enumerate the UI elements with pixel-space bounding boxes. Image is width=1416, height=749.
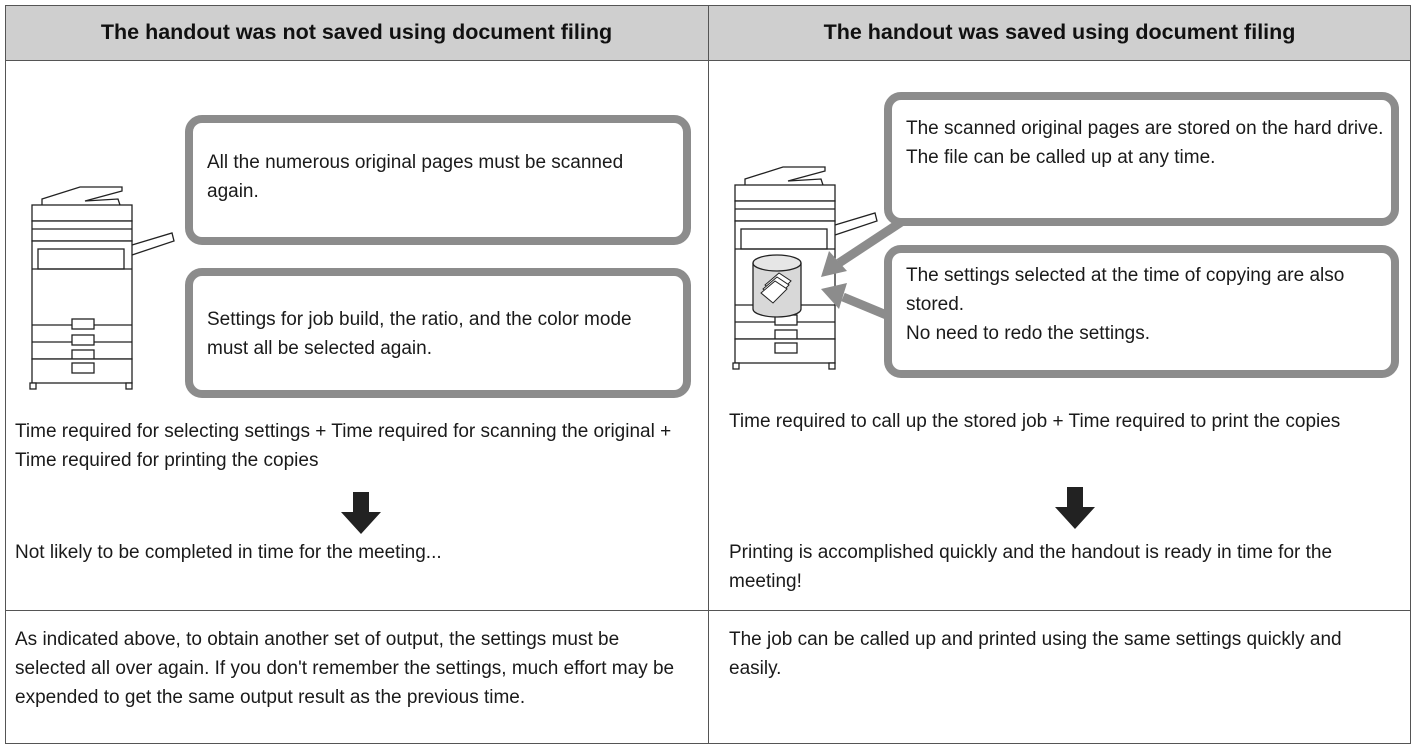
header-left: The handout was not saved using document… [100,20,613,44]
left-bubble-rescan-text: All the numerous original pages must be … [207,152,624,202]
left-bubble-rescan [185,115,691,245]
left-result: Not likely to be completed in time for t… [15,542,442,563]
comparison-table: The handout was not saved using document… [5,5,1411,744]
printer-icon-with-disk [732,166,878,370]
right-bubble-settings [884,245,1399,378]
left-bubble-settings [185,268,691,398]
hard-drive-icon [752,254,802,318]
header-cell-right [708,5,1411,60]
left-bubble-settings-text: Settings for job build, the ratio, and t… [207,309,632,359]
down-arrow-icon [1055,487,1095,529]
right-bubble-settings-text-2: No need to redo the settings. [906,323,1150,344]
right-bubble-settings-text: The settings selected at the time of cop… [906,265,1345,315]
column-divider [708,5,709,744]
right-bubble-stored-text: The scanned original pages are stored on… [906,118,1384,168]
footer-left: As indicated above, to obtain another se… [15,629,675,708]
left-time-required: Time required for selecting settings + T… [15,421,672,471]
table-border-right [1410,5,1411,744]
right-result: Printing is accomplished quickly and the… [729,542,1333,592]
table-border-left [5,5,6,744]
right-bubble-stored [884,92,1399,226]
printer-icon [29,186,175,390]
header-cell-left [5,5,708,60]
right-time-required: Time required to call up the stored job … [729,411,1341,432]
footer-right: The job can be called up and printed usi… [729,629,1342,679]
down-arrow-icon [341,492,381,534]
header-right: The handout was saved using document fil… [823,20,1296,44]
